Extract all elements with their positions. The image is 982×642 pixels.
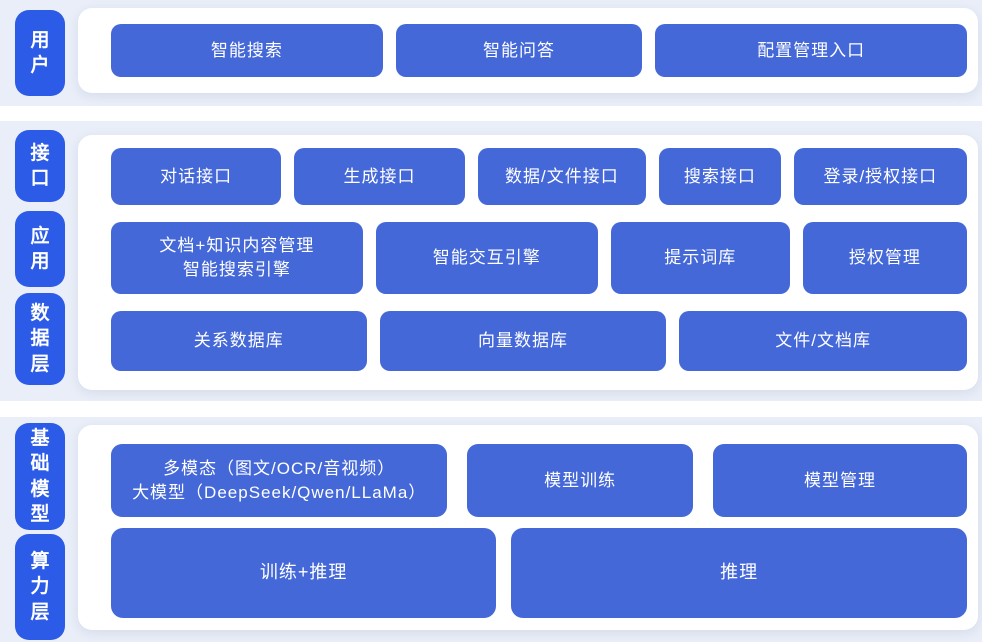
layer-label-user: 用户 (15, 10, 65, 96)
layer-label-compute-text: 算力层 (30, 551, 50, 623)
layer-label-compute: 算力层 (15, 534, 65, 640)
node-search-api: 搜索接口 (659, 148, 781, 205)
interface-app-data-card: 对话接口 生成接口 数据/文件接口 搜索接口 登录/授权接口 文档+知识内容管理… (78, 135, 978, 390)
interface-layer-row: 对话接口 生成接口 数据/文件接口 搜索接口 登录/授权接口 (111, 148, 967, 205)
node-relational-database: 关系数据库 (111, 311, 367, 371)
user-layer-card: 智能搜索 智能问答 配置管理入口 (78, 8, 978, 93)
application-layer-row: 文档+知识内容管理 智能搜索引擎 智能交互引擎 提示词库 授权管理 (111, 222, 967, 294)
node-training-plus-inference: 训练+推理 (111, 528, 497, 618)
user-layer-row: 智能搜索 智能问答 配置管理入口 (111, 24, 967, 77)
node-vector-database: 向量数据库 (379, 311, 667, 371)
node-interactive-engine: 智能交互引擎 (375, 222, 598, 294)
node-model-management: 模型管理 (712, 444, 967, 517)
node-smart-search: 智能搜索 (111, 24, 383, 77)
layer-label-base-model-text: 基础模型 (30, 428, 50, 525)
layer-label-application-text: 应用 (30, 225, 50, 272)
node-model-training: 模型训练 (467, 444, 693, 517)
node-login-auth-api: 登录/授权接口 (793, 148, 967, 205)
layer-label-application: 应用 (15, 211, 65, 287)
layer-label-data: 数据层 (15, 293, 65, 385)
layer-label-base-model: 基础模型 (15, 423, 65, 530)
layer-label-user-text: 用户 (30, 29, 50, 76)
node-data-file-api: 数据/文件接口 (477, 148, 647, 205)
node-file-document-store: 文件/文档库 (679, 311, 967, 371)
layer-label-data-text: 数据层 (30, 303, 50, 375)
model-compute-card: 多模态（图文/OCR/音视频） 大模型（DeepSeek/Qwen/LLaMa）… (78, 425, 978, 630)
node-smart-qa: 智能问答 (395, 24, 643, 77)
node-authorization-management: 授权管理 (802, 222, 967, 294)
compute-layer-row: 训练+推理 推理 (111, 528, 967, 618)
node-inference: 推理 (511, 528, 967, 618)
node-generation-api: 生成接口 (294, 148, 465, 205)
node-config-management-entry: 配置管理入口 (655, 24, 967, 77)
layer-label-interface: 接口 (15, 130, 65, 202)
node-dialog-api: 对话接口 (111, 148, 282, 205)
node-multimodal-llm: 多模态（图文/OCR/音视频） 大模型（DeepSeek/Qwen/LLaMa） (111, 444, 448, 517)
node-doc-knowledge-search-engine: 文档+知识内容管理 智能搜索引擎 (111, 222, 363, 294)
node-prompt-library: 提示词库 (610, 222, 790, 294)
data-layer-row: 关系数据库 向量数据库 文件/文档库 (111, 311, 967, 371)
base-model-layer-row: 多模态（图文/OCR/音视频） 大模型（DeepSeek/Qwen/LLaMa）… (111, 444, 967, 517)
layer-label-interface-text: 接口 (30, 142, 50, 189)
